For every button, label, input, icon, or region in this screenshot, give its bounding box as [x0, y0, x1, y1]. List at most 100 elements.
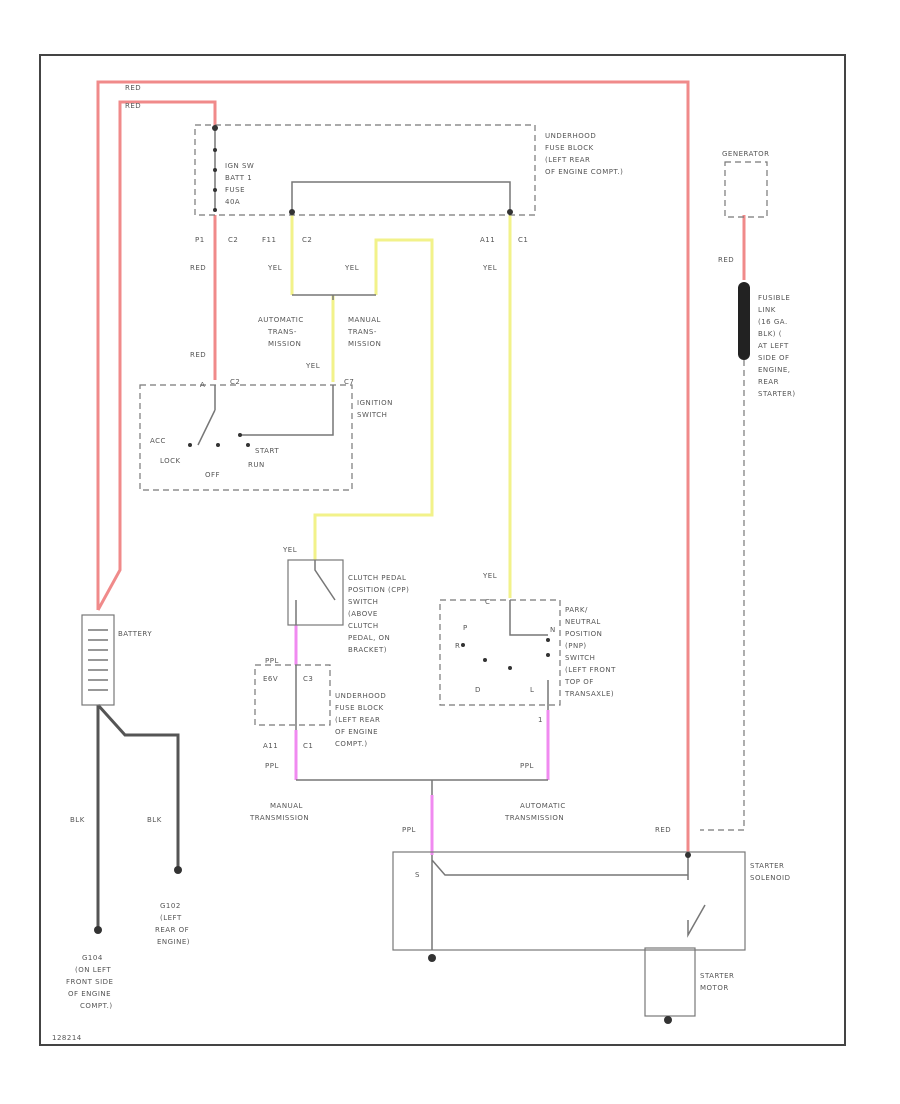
label-auto-trans-2a: AUTOMATIC — [520, 802, 566, 810]
label-red-gen: RED — [718, 256, 734, 264]
label-auto-trans-1b: TRANS- — [267, 328, 297, 336]
label-clutch-7: BRACKET) — [348, 646, 387, 654]
label-pn-d: D — [475, 686, 481, 694]
label-pnp-4: (PNP) — [565, 642, 587, 650]
label-ppl-4: PPL — [402, 826, 416, 834]
label-fuse-block-upper-3: (LEFT REAR — [545, 156, 590, 164]
label-pnp-6: (LEFT FRONT — [565, 666, 616, 674]
underhood-fuse-block-upper — [194, 124, 536, 216]
figure-id: 128214 — [52, 1034, 82, 1042]
label-battery: BATTERY — [118, 630, 152, 638]
label-fb-lower-5: COMPT.) — [335, 740, 368, 748]
label-off: OFF — [205, 471, 220, 479]
label-g104-1: G104 — [82, 954, 103, 962]
fuse-block-bus — [214, 128, 511, 210]
label-clutch-5: CLUTCH — [348, 622, 379, 630]
yel-wire-manual — [313, 238, 434, 560]
label-g104-2: (ON LEFT — [75, 966, 111, 974]
label-manual-trans-1b: TRANS- — [347, 328, 377, 336]
label-clutch-2: POSITION (CPP) — [348, 586, 409, 594]
label-auto-trans-2b: TRANSMISSION — [504, 814, 564, 822]
label-clutch-6: PEDAL, ON — [348, 634, 390, 642]
label-starter-solenoid-2: SOLENOID — [750, 874, 790, 882]
label-ign-switch-1: IGNITION — [357, 399, 393, 407]
label-fusible-1: FUSIBLE — [758, 294, 790, 302]
solenoid-contacts — [431, 855, 706, 950]
label-fusible-3: (16 GA. — [758, 318, 788, 326]
label-ign-c7: C7 — [344, 378, 354, 386]
diagram-frame — [39, 54, 846, 1046]
label-g104-3: FRONT SIDE — [66, 978, 113, 986]
label-pnp-5: SWITCH — [565, 654, 595, 662]
label-ign-switch-2: SWITCH — [357, 411, 387, 419]
fusible-link-icon — [738, 282, 750, 360]
label-starter-solenoid-1: STARTER — [750, 862, 784, 870]
label-red-top2: RED — [125, 102, 141, 110]
trans-split — [292, 294, 376, 300]
label-p1-c2: C2 — [228, 236, 238, 244]
label-yel-5: YEL — [282, 546, 297, 554]
ignition-switch-box — [139, 384, 353, 491]
label-starter-motor-2: MOTOR — [700, 984, 729, 992]
pnp-switch-contact — [509, 600, 549, 710]
label-yel-6: YEL — [482, 572, 497, 580]
label-fb2-a11: A11 — [263, 742, 278, 750]
label-fuse-block-upper-1: UNDERHOOD — [545, 132, 596, 140]
label-fuse-2: BATT 1 — [225, 174, 252, 182]
red-wire-battery-starter — [96, 80, 690, 855]
label-red-sw: RED — [190, 351, 206, 359]
label-pn-1: 1 — [538, 716, 543, 724]
generator-box — [724, 161, 768, 218]
label-g102-2: (LEFT — [160, 914, 182, 922]
label-a11: A11 — [480, 236, 495, 244]
label-fb-lower-1: UNDERHOOD — [335, 692, 386, 700]
label-fb2-c3: C3 — [303, 675, 313, 683]
battery-cells — [88, 629, 108, 691]
label-blk-1: BLK — [70, 816, 85, 824]
label-pn-p: P — [463, 624, 468, 632]
label-fusible-8: REAR — [758, 378, 779, 386]
label-ign-c2: C2 — [230, 378, 240, 386]
label-fuse-block-upper-2: FUSE BLOCK — [545, 144, 594, 152]
label-g102-3: REAR OF — [155, 926, 189, 934]
ignition-switch-contacts — [197, 385, 334, 446]
label-fusible-4: BLK) ( — [758, 330, 782, 338]
label-yel-1: YEL — [267, 264, 282, 272]
label-p1: P1 — [195, 236, 205, 244]
label-pn-r: R — [455, 642, 460, 650]
label-pnp-2: NEUTRAL — [565, 618, 601, 626]
label-red-starter: RED — [655, 826, 671, 834]
label-g102-4: ENGINE) — [157, 938, 190, 946]
label-start: START — [255, 447, 279, 455]
fusible-link-to-starter — [700, 360, 745, 831]
label-manual-trans-1c: MISSION — [348, 340, 381, 348]
label-yel-2: YEL — [344, 264, 359, 272]
label-fb2-e6v: E6V — [263, 675, 278, 683]
starter-motor-box — [644, 947, 696, 1017]
label-pnp-8: TRANSAXLE) — [564, 690, 614, 698]
label-fb-lower-3: (LEFT REAR — [335, 716, 380, 724]
label-ppl-1: PPL — [265, 657, 279, 665]
label-pnp-1: PARK/ — [565, 606, 588, 614]
clutch-switch-contact — [295, 560, 336, 625]
label-lock: LOCK — [160, 457, 181, 465]
park-neutral-switch-box — [439, 599, 561, 706]
battery-icon — [81, 614, 115, 706]
label-starter-motor-1: STARTER — [700, 972, 734, 980]
label-fusible-2: LINK — [758, 306, 776, 314]
label-pnp-7: TOP OF — [564, 678, 594, 686]
starter-solenoid-box — [392, 851, 746, 951]
label-g104-5: COMPT.) — [80, 1002, 113, 1010]
label-fuse-4: 40A — [225, 198, 240, 206]
label-fb-lower-2: FUSE BLOCK — [335, 704, 384, 712]
label-fuse-3: FUSE — [225, 186, 245, 194]
underhood-fuse-block-lower — [254, 664, 331, 726]
label-clutch-1: CLUTCH PEDAL — [348, 574, 406, 582]
label-fuse-1: IGN SW — [225, 162, 254, 170]
label-fb-lower-4: OF ENGINE — [335, 728, 378, 736]
label-solenoid-s: S — [415, 871, 420, 879]
label-yel-3: YEL — [482, 264, 497, 272]
label-g104-4: OF ENGINE — [68, 990, 111, 998]
label-ign-a: A — [200, 381, 205, 389]
label-a11-c1: C1 — [518, 236, 528, 244]
